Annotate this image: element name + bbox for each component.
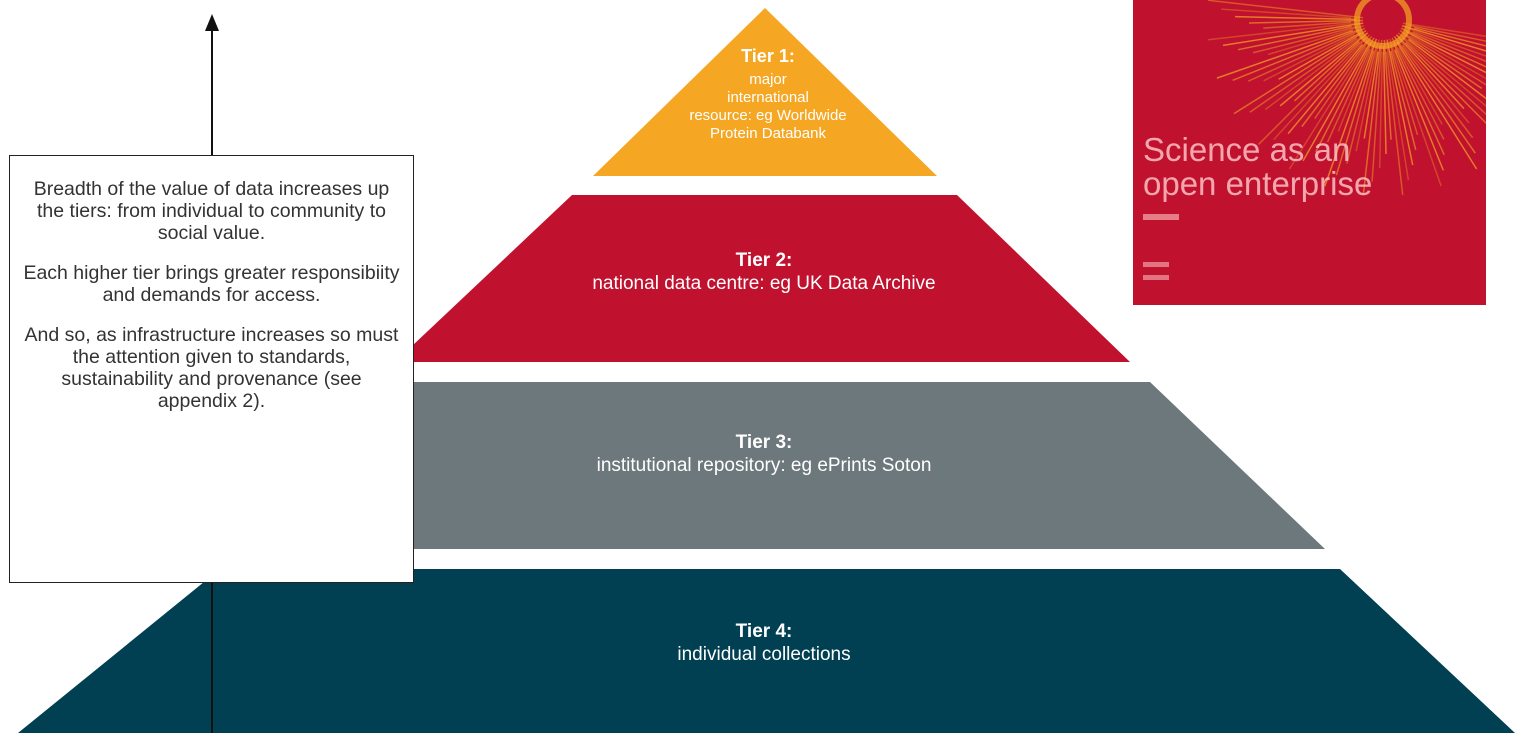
tier-2-label: national data centre: eg UK Data Archive	[592, 273, 935, 294]
sunburst-ray	[1386, 39, 1414, 166]
sunburst-ray	[1383, 39, 1392, 140]
sunburst-ray	[1326, 48, 1371, 143]
value-axis-arrowhead	[205, 14, 219, 31]
sunburst-ray	[1390, 50, 1417, 151]
callout-paragraph-3: And so, as infrastructure increases so m…	[24, 324, 399, 412]
tier-explanation-callout: Breadth of the value of data increases u…	[9, 155, 414, 583]
sunburst-ray	[1221, 8, 1352, 19]
sunburst-ray	[1393, 43, 1445, 156]
tier-1-label-line-2: international	[727, 89, 809, 106]
sunburst-ray	[1378, 51, 1384, 168]
tier-2-title: Tier 2:	[736, 250, 793, 271]
sunburst-ray	[1302, 42, 1371, 162]
sunburst-ray	[1407, 27, 1486, 57]
sunburst-ray	[1279, 32, 1369, 107]
tier-1-shape	[593, 8, 937, 176]
sunburst-ray	[1394, 49, 1445, 171]
cover-publisher-logo	[1143, 262, 1169, 280]
sunburst-ray	[1405, 31, 1486, 74]
sunburst-ray	[1385, 51, 1404, 195]
report-cover-image: Science as an open enterprise	[1133, 0, 1486, 305]
sunburst-ray	[1397, 32, 1486, 107]
sunburst-ray	[1408, 38, 1486, 100]
sunburst-ray	[1233, 30, 1367, 115]
cover-title-line-2: open enterprise	[1143, 165, 1373, 202]
sunburst-ray	[1399, 39, 1470, 124]
sunburst-ray	[1399, 30, 1486, 86]
callout-paragraph-1: Breadth of the value of data increases u…	[33, 178, 390, 244]
cover-sunburst-graphic	[1208, 0, 1486, 195]
sunburst-ring	[1354, 0, 1412, 49]
tier-3-title: Tier 3:	[736, 432, 793, 453]
sunburst-ray	[1400, 27, 1486, 68]
sunburst-ray	[1293, 41, 1360, 102]
sunburst-ray	[1337, 43, 1375, 132]
sunburst-ray	[1301, 40, 1368, 128]
sunburst-ray	[1391, 37, 1445, 140]
sunburst-ray	[1389, 44, 1419, 136]
sunburst-ray	[1258, 37, 1366, 145]
tier-1-label-line-4: Protein Databank	[710, 125, 826, 142]
tier-3-shape	[205, 382, 1325, 549]
cover-title-line-1: Science as an	[1143, 131, 1351, 168]
sunburst-ray	[1324, 38, 1378, 187]
callout-paragraph-2: Each higher tier brings greater responsi…	[23, 262, 400, 306]
tier-1-title: Tier 1:	[741, 46, 795, 66]
sunburst-ray	[1264, 35, 1363, 111]
sunburst-ray	[1237, 25, 1352, 51]
sunburst-ray	[1403, 34, 1483, 89]
sunburst-ray	[1335, 50, 1375, 176]
sunburst-ray	[1402, 22, 1486, 38]
sunburst-ray	[1362, 45, 1381, 195]
sunburst-ray	[1401, 45, 1474, 139]
sunburst-ray	[1346, 45, 1378, 164]
sunburst-ray	[1314, 36, 1373, 120]
sunburst-ray	[1235, 15, 1358, 21]
tier-4-shape	[18, 569, 1515, 733]
sunburst-ray	[1382, 45, 1387, 154]
sunburst-ray	[1263, 21, 1352, 29]
sunburst-ray	[1278, 32, 1361, 80]
sunburst-ray	[1208, 0, 1364, 19]
sunburst-ray	[1408, 24, 1486, 42]
sunburst-ray	[1232, 28, 1360, 82]
sunburst-ray	[1273, 34, 1371, 141]
sunburst-ray	[1288, 46, 1367, 170]
sunburst-ray	[1247, 27, 1366, 82]
sunburst-ray	[1386, 45, 1410, 181]
sunburst-ray	[1355, 39, 1380, 152]
sunburst-ray	[1401, 25, 1486, 52]
cover-title: Science as an open enterprise	[1143, 133, 1483, 201]
sunburst-ray	[1405, 42, 1486, 125]
tier-2-shape	[395, 195, 1130, 362]
sunburst-ray	[1388, 38, 1442, 187]
sunburst-ray	[1393, 36, 1476, 154]
sunburst-ray	[1410, 35, 1486, 80]
tier-1-label-line-3: resource: eg Worldwide	[689, 107, 846, 124]
tier-4-label: individual collections	[677, 644, 850, 665]
sunburst-ray	[1222, 22, 1364, 47]
sunburst-ray	[1249, 37, 1358, 113]
sunburst-ray	[1371, 39, 1383, 182]
sunburst-ray	[1263, 33, 1355, 82]
cover-date-mark	[1143, 214, 1179, 220]
sunburst-ray	[1363, 51, 1379, 139]
sunburst-ray	[1315, 37, 1375, 153]
sunburst-ray	[1216, 29, 1354, 79]
sunburst-ray	[1412, 31, 1486, 63]
tier-4-title: Tier 4:	[736, 621, 793, 642]
sunburst-ray	[1267, 25, 1365, 56]
sunburst-ray	[1401, 36, 1486, 116]
sunburst-ray	[1249, 19, 1364, 24]
sunburst-ray	[1413, 27, 1486, 47]
tier-3-label: institutional repository: eg ePrints Sot…	[597, 455, 932, 476]
sunburst-ray	[1395, 34, 1465, 110]
sunburst-ray	[1398, 47, 1443, 125]
sunburst-ray	[1208, 22, 1358, 41]
sunburst-ray	[1252, 25, 1358, 54]
sunburst-ray	[1287, 44, 1364, 135]
tier-1-label-line-1: major	[749, 71, 787, 88]
sunburst-ray	[1396, 41, 1478, 170]
